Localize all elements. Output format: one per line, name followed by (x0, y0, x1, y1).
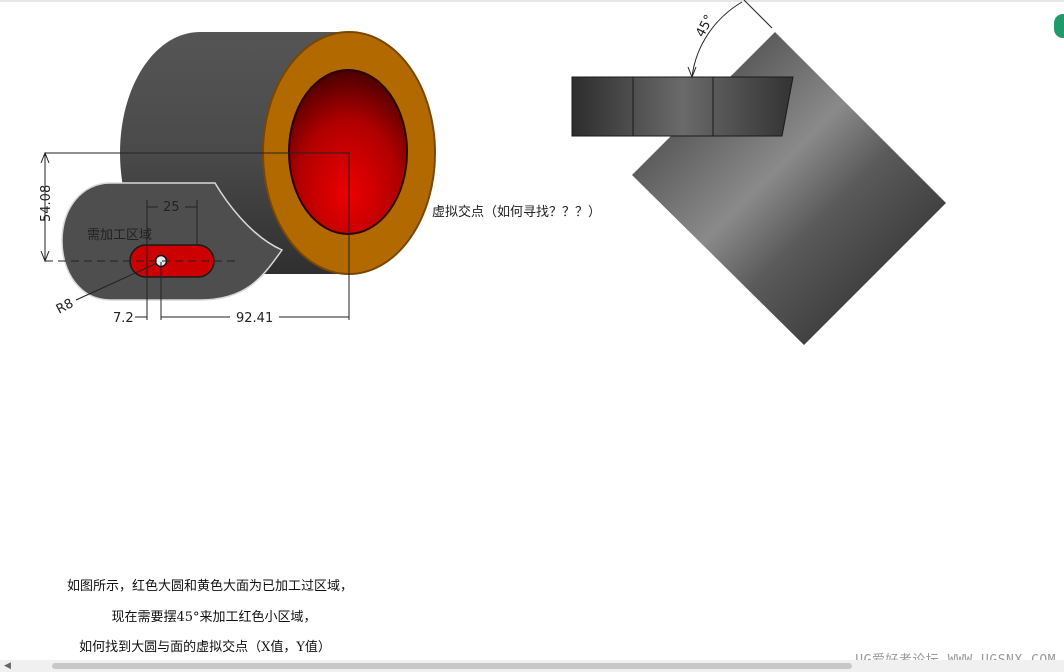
slot-tab (61, 182, 284, 301)
dim-length-9241: 92.41 (236, 311, 273, 326)
caption-line-3: 如何找到大圆与面的虚拟交点（X值，Y值） (79, 640, 331, 655)
horizontal-bar (571, 76, 794, 137)
dim-radius-r8: R8 (54, 296, 76, 317)
scrollbar-thumb[interactable] (52, 663, 852, 669)
scroll-left-icon[interactable]: ◀ (4, 661, 11, 671)
dim-width-25: 25 (163, 200, 180, 215)
status-badge (1054, 14, 1064, 38)
dim-angle-45: 45° (693, 12, 717, 39)
angle-arc (691, 1, 743, 78)
top-border (0, 0, 1064, 2)
virtual-point-label: 虚拟交点（如何寻找？？？） (432, 204, 601, 220)
bore-rim (288, 69, 408, 235)
dim-offset-72: 7.2 (113, 311, 134, 326)
dim-height-54: 54.08 (39, 185, 54, 222)
caption-line-1: 如图所示，红色大圆和黄色大面为已加工过区域， (66, 579, 353, 594)
dimensions (40, 151, 350, 320)
caption-line-2: 现在需要摆45°来加工红色小区域， (111, 610, 317, 625)
red-bore (289, 70, 407, 234)
horizontal-scrollbar[interactable]: ◀ (0, 660, 1064, 672)
rotated-part (571, 0, 946, 345)
machining-area-label: 需加工区域 (87, 228, 152, 243)
tab-outline (61, 182, 284, 301)
